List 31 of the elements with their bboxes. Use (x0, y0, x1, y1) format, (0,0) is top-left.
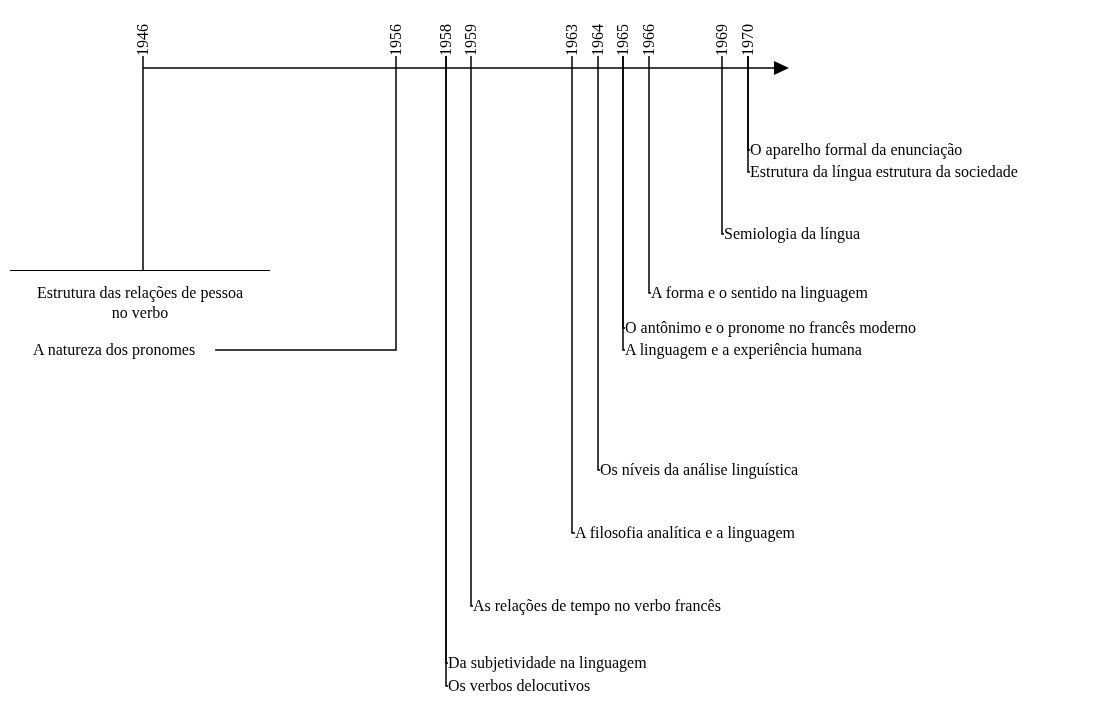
leader-line (747, 55, 751, 173)
year-label: 1956 (386, 24, 406, 56)
year-label: 1964 (588, 24, 608, 56)
leader-line (648, 55, 652, 294)
work-title: Os níveis da análise linguística (600, 460, 799, 480)
work-title: Os verbos delocutivos (448, 676, 591, 696)
year-label: 1969 (712, 24, 732, 56)
year-label: 1946 (133, 24, 153, 56)
leader-line (571, 55, 576, 534)
work-title: Semiologia da língua (724, 224, 860, 244)
work-title: O antônimo e o pronome no francês moderno (625, 318, 917, 338)
leader-line (142, 55, 144, 271)
work-title: Da subjetividade na linguagem (448, 653, 647, 673)
work-title: As relações de tempo no verbo francês (473, 596, 721, 616)
work-title: Estrutura da língua estrutura da sociedade (750, 162, 1018, 182)
work-title: A forma e o sentido na linguagem (651, 283, 868, 303)
work-title: A filosofia analítica e a linguagem (575, 523, 795, 543)
year-label: 1958 (436, 24, 456, 56)
year-label: 1965 (613, 24, 633, 56)
year-label: 1966 (639, 24, 659, 56)
leader-line (470, 55, 474, 607)
year-label: 1959 (461, 24, 481, 56)
year-label: 1963 (562, 24, 582, 56)
leader-line (214, 55, 397, 351)
leader-line (721, 55, 725, 235)
work-title: O aparelho formal da enunciação (750, 140, 963, 160)
work-title: A linguagem e a experiência humana (625, 340, 862, 360)
work-title: Estrutura das relações de pessoa no verbo (10, 270, 270, 323)
year-label: 1970 (738, 24, 758, 56)
leader-line (597, 55, 601, 471)
work-title: A natureza dos pronomes (33, 340, 216, 360)
